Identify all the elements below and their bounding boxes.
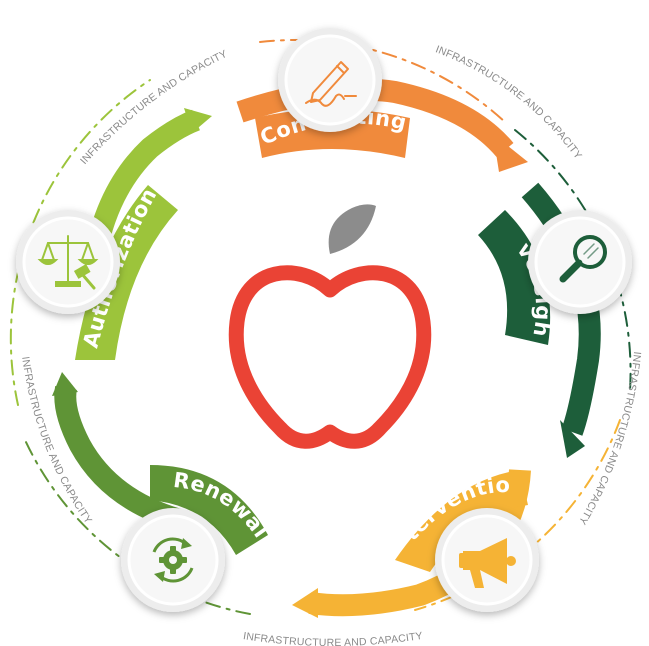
magnifier-icon <box>559 235 607 283</box>
scales-gavel-icon <box>37 235 99 290</box>
outer-ring <box>9 39 632 615</box>
ring-segment-green <box>24 439 251 615</box>
ring-label-bottom: INFRASTRUCTURE AND CAPACITY <box>242 630 423 646</box>
arrowhead-orange <box>493 134 528 172</box>
apple-outline <box>228 265 432 449</box>
gear-cycle-icon <box>152 537 194 583</box>
apple-leaf <box>328 204 376 254</box>
band-renewal <box>150 465 268 555</box>
arrow-renewal <box>54 386 184 531</box>
ring-segment-orange <box>259 39 506 123</box>
arrowhead-lime <box>184 108 212 133</box>
band-oversight <box>478 210 551 345</box>
node-contracting <box>278 28 382 132</box>
arrowhead-green <box>52 372 78 396</box>
ring-segment-lime <box>9 79 151 406</box>
pen-signature-icon <box>305 61 357 107</box>
band-contracting <box>255 109 410 158</box>
apple-icon <box>228 204 432 449</box>
band-authorization <box>75 185 178 360</box>
arrowhead-dark-green <box>560 420 585 458</box>
megaphone-icon <box>459 538 516 588</box>
arrowhead-yellow <box>292 588 318 618</box>
